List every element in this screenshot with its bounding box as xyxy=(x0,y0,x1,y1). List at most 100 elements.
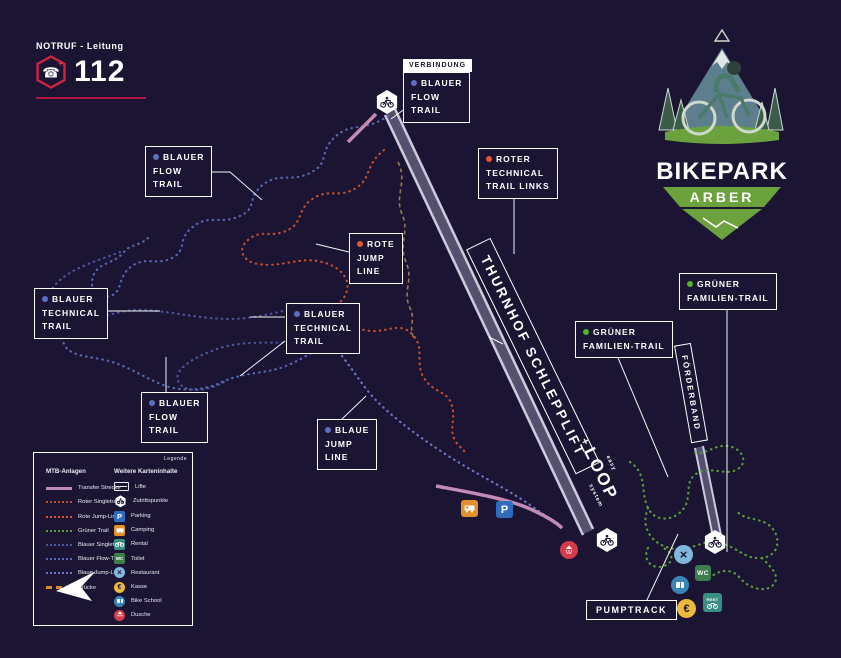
blue-flowtrail-swatch xyxy=(46,558,72,561)
legend-panel: Legende MTB-Anlagen Transfer Strecke Rot… xyxy=(33,452,193,626)
rent-text: RENT xyxy=(706,596,719,602)
book-icon xyxy=(676,582,684,588)
legend-item: Grüner Trail xyxy=(46,527,125,535)
label-line: TRAIL xyxy=(153,179,184,190)
shower-icon xyxy=(560,541,578,559)
blue-singletrack-swatch xyxy=(46,543,72,546)
bike-school-icon xyxy=(671,576,689,594)
legend-item: Dusche xyxy=(114,609,178,621)
leader-lines xyxy=(96,107,728,603)
legend-column-mtb: MTB-Anlagen Transfer Strecke Roter Singl… xyxy=(46,468,125,592)
rental-icon xyxy=(114,538,125,550)
legend-item: Rote Jump-Line xyxy=(46,513,125,521)
label-line: FAMILIEN-TRAIL xyxy=(583,340,665,351)
foerderband-band xyxy=(694,445,724,548)
legend-label: Rental xyxy=(131,541,148,548)
legend-col1-heading: MTB-Anlagen xyxy=(46,468,86,475)
red-dot-icon xyxy=(357,240,363,247)
green-family-trail-path-3 xyxy=(645,546,778,591)
transfer-route-bottom-path xyxy=(435,484,564,530)
toilet-icon: WC xyxy=(695,565,711,581)
rental-icon: RENT xyxy=(703,593,722,612)
legend-item: Blauer Singletrack xyxy=(46,541,125,549)
legend-item: Blaue Jump-Line xyxy=(46,569,125,577)
green-trail-swatch xyxy=(46,529,72,532)
label-blaue-jump-line: BLAUE JUMP LINE xyxy=(317,419,378,470)
label-line: TRAIL xyxy=(42,321,73,332)
blue-dot-icon xyxy=(294,310,300,317)
kasse-icon: € xyxy=(677,599,696,618)
label-line: JUMP xyxy=(357,252,385,263)
legend-label: Toilet xyxy=(131,555,145,562)
access-point-icon xyxy=(596,528,618,552)
verbindung-tag: VERBINDUNG xyxy=(403,59,473,72)
lift-band xyxy=(383,108,595,536)
label-gruener-familien-trail-right: GRÜNER FAMILIEN-TRAIL xyxy=(679,273,777,311)
logo-subtitle: ARBER xyxy=(690,189,755,205)
legend-label: Rote Jump-Line xyxy=(78,513,119,520)
legend-label: Parking xyxy=(131,513,151,520)
legend-item: Zutrittspunkte xyxy=(114,495,178,508)
legend-label: Roter Singletrack xyxy=(78,499,123,506)
label-verbindung-blauer-flow-trail: BLAUER FLOW TRAIL xyxy=(403,72,471,123)
legend-label: Brücke xyxy=(78,584,97,591)
label-blauer-technical-trail-mid: BLAUER TECHNICAL TRAIL xyxy=(286,303,361,354)
emergency-heading: NOTRUF - Leitung xyxy=(36,41,124,51)
shower-icon xyxy=(114,609,125,621)
legend-col2-heading: Weitere Karteninhalte xyxy=(114,468,178,475)
legend-item: Lifte xyxy=(114,481,178,492)
green-dot-icon xyxy=(687,280,693,287)
legend-item: Roter Singletrack xyxy=(46,498,125,506)
transfer-route-top-path xyxy=(346,112,378,144)
logo-peak-icon xyxy=(713,28,731,42)
bike-school-icon xyxy=(114,595,125,607)
direction-arrow-icon xyxy=(56,567,98,603)
bikepark-arber-logo: BIKEPARK ARBER xyxy=(637,26,807,244)
red-dot-icon xyxy=(486,155,492,162)
legend-label: Kasse xyxy=(131,584,148,590)
red-singletrack-swatch xyxy=(46,501,72,504)
label-rote-jump-line: ROTE JUMP LINE xyxy=(349,233,403,284)
label-line: TECHNICAL xyxy=(486,167,545,178)
label-line: FLOW xyxy=(153,165,183,176)
legend-label: Zutrittspunkte xyxy=(133,498,169,505)
access-point-icon xyxy=(114,495,127,508)
legend-label: Grüner Trail xyxy=(78,527,109,534)
emergency-number: 112 xyxy=(74,55,126,88)
label-line: BLAUER xyxy=(52,294,94,304)
label-line: BLAUE xyxy=(335,425,370,435)
parking-icon: P xyxy=(496,501,513,518)
legend-label: Camping xyxy=(131,527,155,534)
access-point-icon xyxy=(376,90,398,114)
toilet-icon: WC xyxy=(114,553,125,565)
legend-item: Transfer Strecke xyxy=(46,484,125,492)
legend-item: Camping xyxy=(114,524,178,536)
restaurant-icon: × xyxy=(114,567,125,579)
blue-jumpline-swatch xyxy=(46,572,72,575)
legend-label: Blaue Jump-Line xyxy=(78,570,122,577)
legend-label: Transfer Strecke xyxy=(78,485,121,492)
legend-label: Lifte xyxy=(135,483,146,490)
legend-item: WC Toilet xyxy=(114,553,178,565)
legend-label: Dusche xyxy=(131,612,151,619)
legend-item: Bike School xyxy=(114,595,178,607)
legend-item: Brücke xyxy=(46,584,125,592)
legend-label: Bike School xyxy=(131,598,162,605)
label-roter-technical-trail-links: ROTER TECHNICAL TRAIL LINKS xyxy=(478,148,558,199)
legend-label: Restaurant xyxy=(131,569,160,576)
label-line: FLOW xyxy=(149,411,179,422)
legend-item: Blauer Flow-Trail xyxy=(46,555,125,563)
label-line: BLAUER xyxy=(163,152,205,162)
label-line: GRÜNER xyxy=(593,327,636,337)
label-line: BLAUER xyxy=(304,309,346,319)
logo-shield-tip xyxy=(682,209,762,240)
transfer-line-swatch xyxy=(46,486,72,490)
label-blauer-flow-trail-bottom: BLAUER FLOW TRAIL xyxy=(141,392,209,443)
camping-icon xyxy=(461,500,478,517)
parking-icon: P xyxy=(114,510,125,522)
label-line: TECHNICAL xyxy=(42,307,101,318)
label-line: BLAUER xyxy=(159,398,201,408)
label-pumptrack: PUMPTRACK xyxy=(586,600,677,620)
